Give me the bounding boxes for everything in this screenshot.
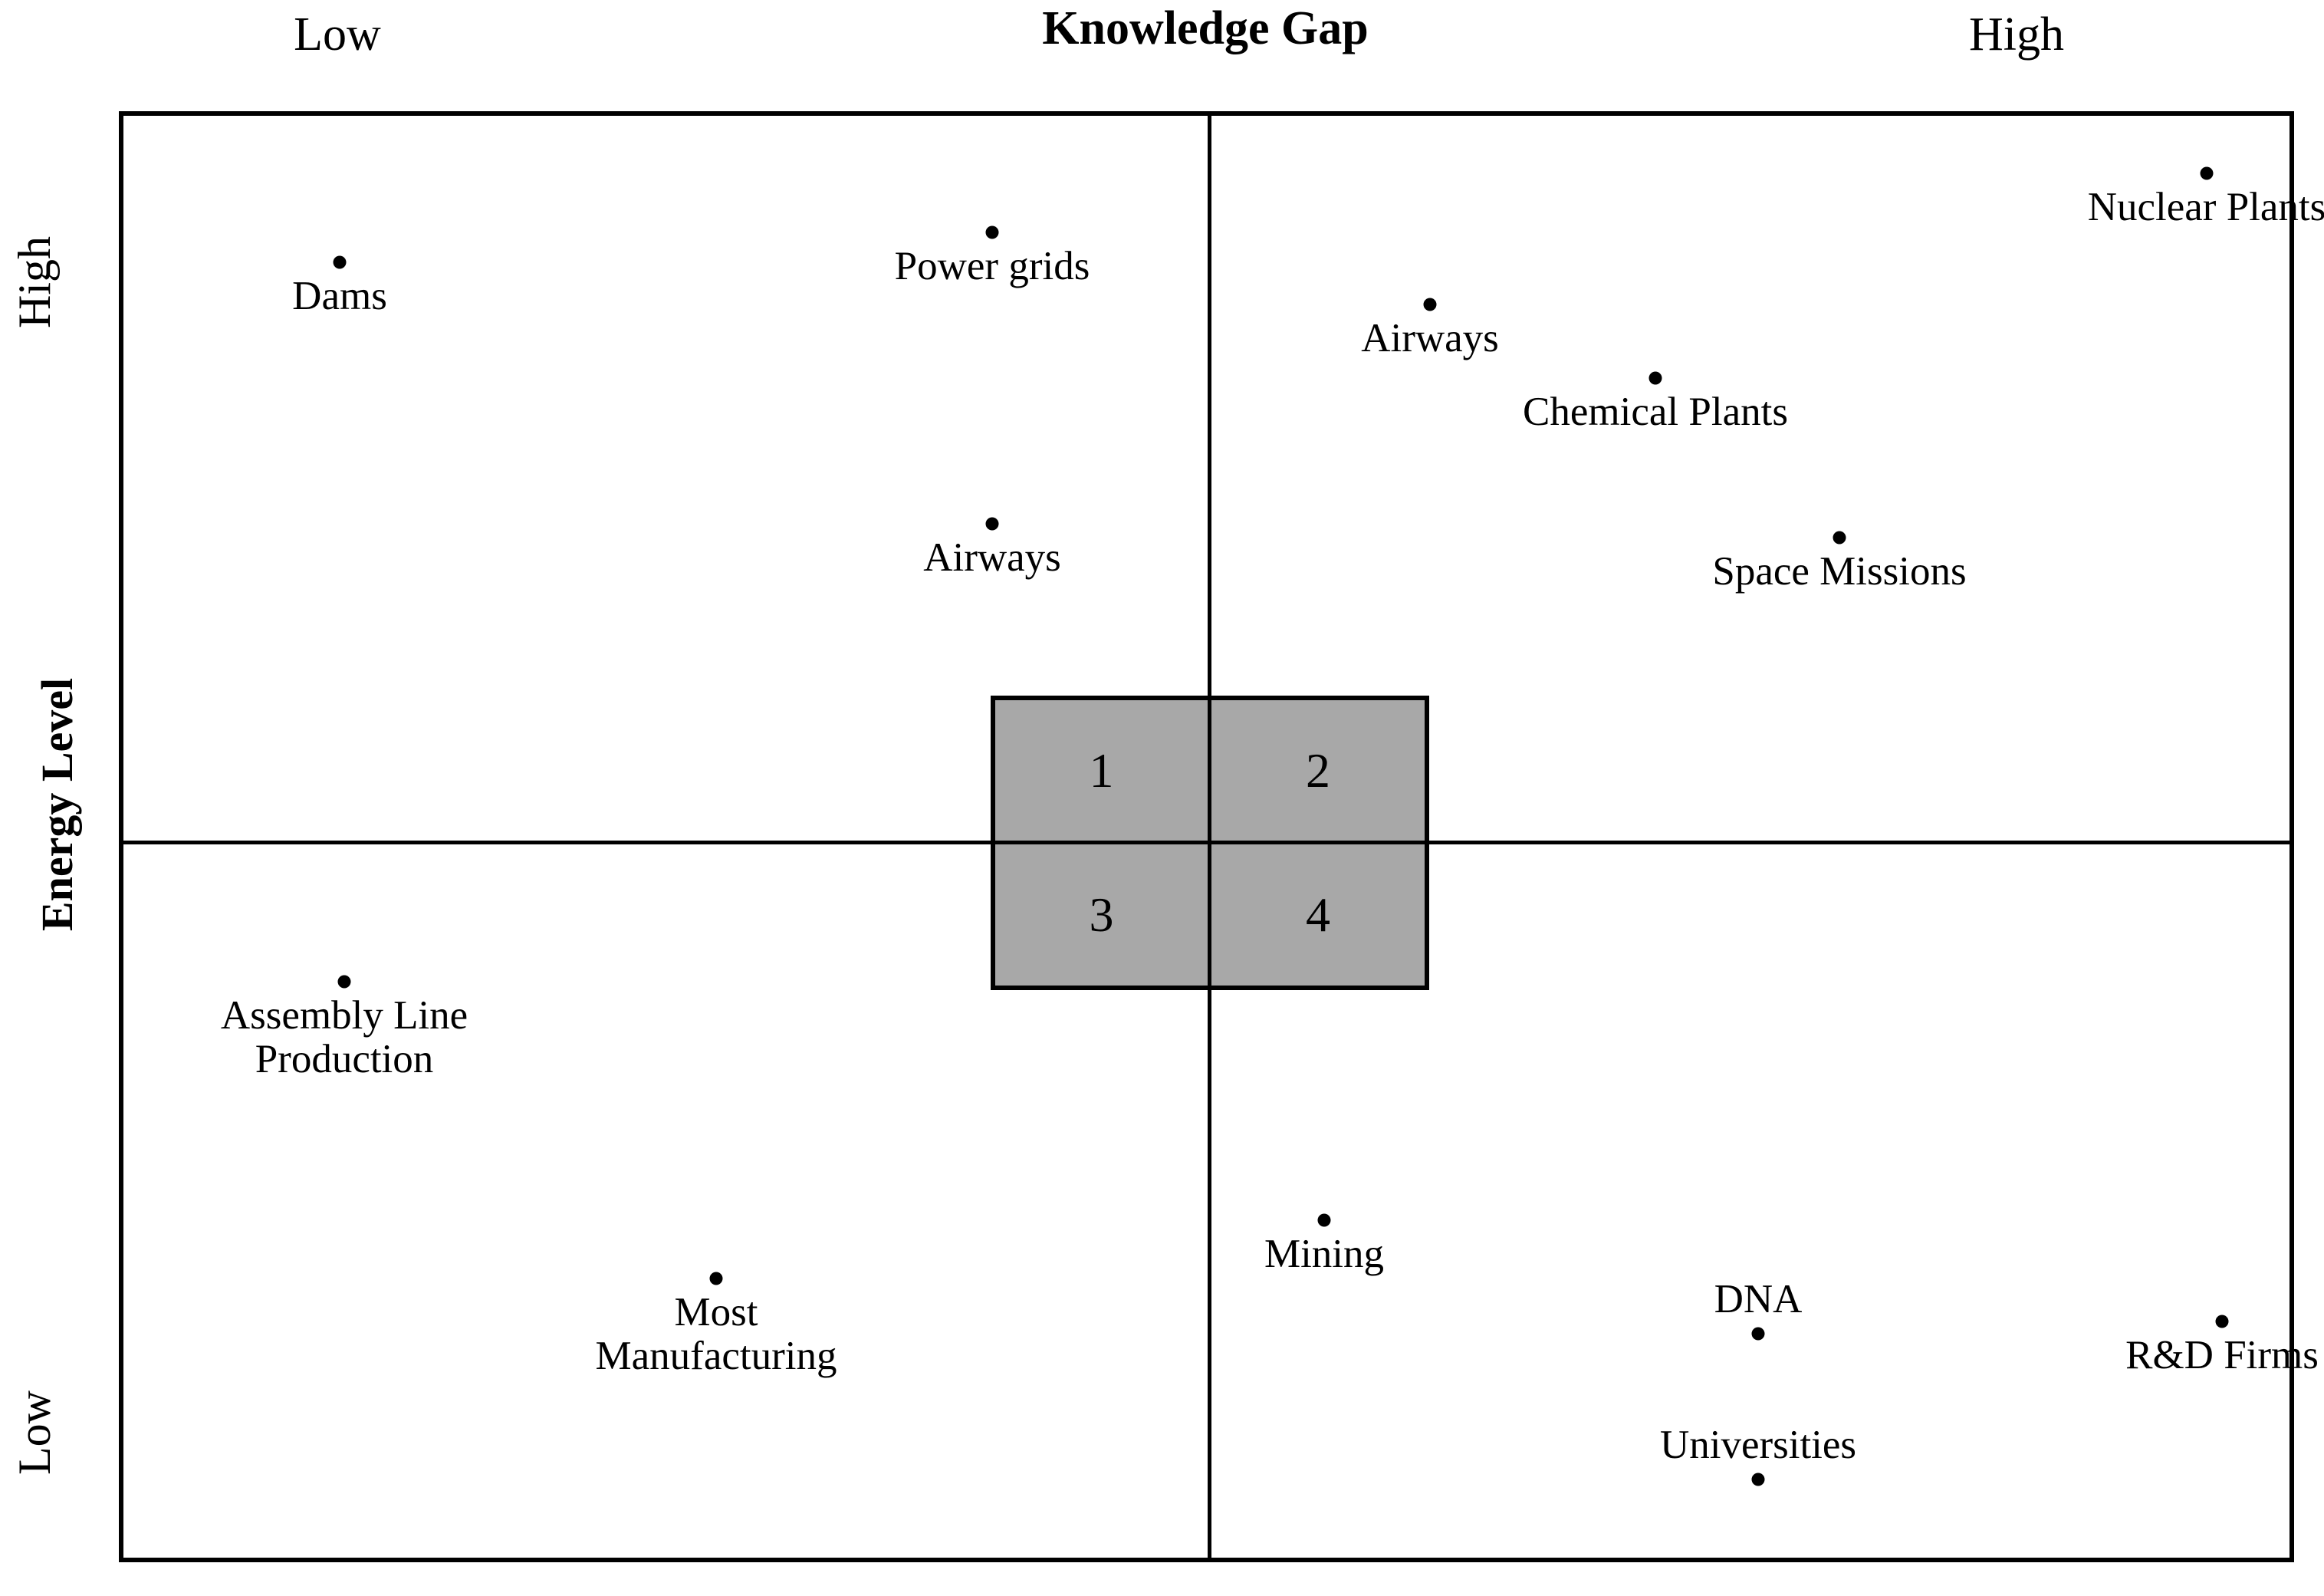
data-point-label: Chemical Plants [1523, 390, 1788, 434]
data-point-label: Mining [1264, 1232, 1384, 1276]
data-point-label-line: DNA [1714, 1276, 1803, 1321]
data-point-marker [2215, 1315, 2229, 1328]
data-point-marker [333, 255, 347, 269]
data-point-label: Nuclear Plants [2087, 185, 2324, 229]
data-point-marker [1648, 371, 1662, 385]
data-point-label: DNA [1714, 1276, 1803, 1321]
data-point-marker [985, 517, 999, 531]
y-axis-title: Energy Level [32, 677, 82, 932]
data-point-label-line: Airways [923, 535, 1061, 580]
data-point-marker [1751, 1327, 1765, 1341]
data-point-marker [1317, 1213, 1331, 1227]
data-point-label-line: Dams [292, 274, 387, 318]
chart-title: Knowledge Gap [1042, 2, 1369, 54]
data-point-label: Airways [923, 535, 1061, 580]
data-point-label: Universities [1660, 1423, 1856, 1467]
data-point-marker [2200, 166, 2214, 180]
data-point-label-line: Most [674, 1290, 758, 1334]
data-point-marker [709, 1272, 723, 1285]
data-point-marker [1423, 298, 1437, 311]
data-point-marker [337, 975, 351, 989]
y-axis-low-label: Low [9, 1390, 60, 1475]
data-point-label: Power grids [894, 244, 1090, 288]
data-point-label-line: Power grids [894, 244, 1090, 288]
data-point-label: R&D Firms [2125, 1333, 2319, 1377]
y-axis-high-label: High [9, 236, 60, 328]
quadrant-number-2: 2 [1306, 742, 1330, 798]
data-point-label-line: Assembly Line [220, 993, 468, 1038]
data-point-label-line: Manufacturing [595, 1334, 837, 1379]
quadrant-number-4: 4 [1306, 887, 1330, 942]
x-axis-low-label: Low [294, 8, 381, 61]
data-point-label-line: Universities [1659, 1422, 1857, 1467]
data-point-marker [1751, 1473, 1765, 1486]
quadrant-cell-1: 1 [995, 700, 1210, 843]
data-point-label-line: Nuclear Plants [2087, 185, 2324, 229]
data-point-label: Dams [292, 274, 387, 318]
data-point-marker [1833, 531, 1846, 545]
data-point-label-line: Space Missions [1712, 549, 1967, 594]
quadrant-cell-4: 4 [1210, 843, 1425, 986]
quadrant-number-1: 1 [1089, 742, 1114, 798]
data-point-label-line: Mining [1264, 1232, 1385, 1276]
quadrant-key-box: 1 2 3 4 [991, 696, 1429, 990]
data-point-marker [985, 225, 999, 239]
data-point-label-line: Production [255, 1037, 434, 1082]
data-point-label-line: Airways [1361, 316, 1499, 360]
data-point-label: Space Missions [1712, 549, 1967, 594]
data-point-label: Airways [1361, 316, 1499, 360]
quadrant-cell-2: 2 [1210, 700, 1425, 843]
quadrant-cell-3: 3 [995, 843, 1210, 986]
quadrant-number-3: 3 [1089, 887, 1114, 942]
data-point-label-line: R&D Firms [2125, 1333, 2319, 1377]
x-axis-high-label: High [1969, 8, 2064, 61]
data-point-label-line: Chemical Plants [1523, 390, 1788, 434]
